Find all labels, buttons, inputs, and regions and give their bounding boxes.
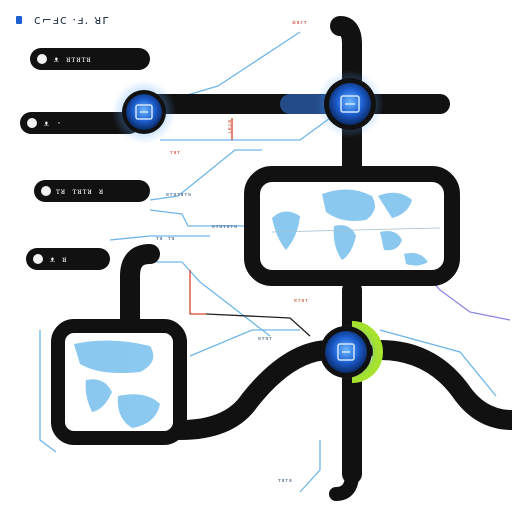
map-panel-right [244, 166, 460, 286]
connector-line [149, 209, 258, 227]
annotation-center: ᴚᴛᴚᴛᴚᴛᴚ [212, 223, 238, 230]
pipe-right-curve [370, 340, 512, 430]
pipe-vertical-main [330, 16, 362, 180]
pill-label: ᴥ ᴚ [50, 255, 67, 265]
pipe-left-upper [120, 244, 160, 340]
node-lower-center[interactable] [320, 321, 383, 383]
node-icon [340, 95, 360, 113]
pipe-lower-curve [170, 340, 340, 440]
pill-label: ᴥ ᴚᴛᴚᴛᴚ [54, 55, 92, 65]
annotation-small: ᴚᴛᴚᴛᴚᴛᴚ [166, 191, 192, 198]
annotations: ᴚᴛᴚᴛ ᴛᴚᴛ ᴚᴛᴚᴛᴚᴛᴚ ᴛᴚ ᴛᴚ ᴚᴛᴚᴛᴚᴛᴚ ᴚᴛᴚᴛ ᴚᴛᴚᴛ… [156, 120, 309, 484]
connector-line [150, 261, 271, 337]
label-pill[interactable]: ᴥ ᴚ [26, 248, 110, 270]
pipe-bottom-stub [329, 467, 359, 501]
label-pill[interactable]: ᴥ ᴚᴛᴚᴛᴚ [30, 48, 150, 70]
annotation-lower: ᴚᴛᴚᴛ [258, 335, 273, 342]
connector-line [160, 117, 331, 141]
pill-dot-icon [27, 118, 37, 128]
pill-dot-icon [37, 54, 47, 64]
header-title: ᴄ⌐ⅎᴄ ·ⅎ. ᴚᴦ [34, 13, 110, 27]
pill-label: ᴥ · [44, 119, 63, 129]
annotation-bottom: ᴛᴚᴛᴚ [278, 477, 293, 484]
map-icon [272, 189, 428, 266]
connector-line [189, 270, 206, 315]
annotation-small: ᴛᴚᴛ [170, 149, 181, 156]
connector-line [109, 235, 210, 241]
pill-label: ᴛᴚ ᴛᴚᴛᴚ ᴚ [56, 187, 104, 197]
connector-line [379, 329, 497, 397]
connector-line [299, 440, 321, 493]
connector-line [189, 329, 300, 357]
label-pills: ᴥ ᴚᴛᴚᴛᴚ ᴥ · ᴛᴚ ᴛᴚᴛᴚ ᴚ ᴥ ᴚ [20, 48, 150, 270]
map-panel-left [51, 319, 187, 445]
connector-line [149, 149, 262, 201]
annotation-small: ᴛᴚ ᴛᴚ [156, 235, 175, 242]
annotation-right-vertical: ᴚᴛᴚᴛ [226, 120, 233, 135]
connector-line [39, 330, 57, 453]
map-icon [74, 340, 160, 428]
connector-line [169, 31, 301, 101]
label-pill[interactable]: ᴛᴚ ᴛᴚᴛᴚ ᴚ [34, 180, 150, 202]
node-icon [337, 343, 355, 361]
node-upper-left[interactable] [112, 80, 176, 144]
pill-dot-icon [33, 254, 43, 264]
label-pill[interactable]: ᴥ · [20, 112, 140, 134]
connector-line [205, 313, 311, 337]
corner-mark: ≡ᴚᴦᴛ [292, 19, 307, 26]
node-upper-right[interactable] [280, 70, 384, 138]
node-icon [135, 104, 153, 120]
logo-icon [16, 16, 22, 24]
header: ᴄ⌐ⅎᴄ ·ⅎ. ᴚᴦ ≡ᴚᴦᴛ [16, 13, 307, 27]
pill-dot-icon [41, 186, 51, 196]
annotation-lower: ᴚᴛᴚᴛ [294, 297, 309, 304]
